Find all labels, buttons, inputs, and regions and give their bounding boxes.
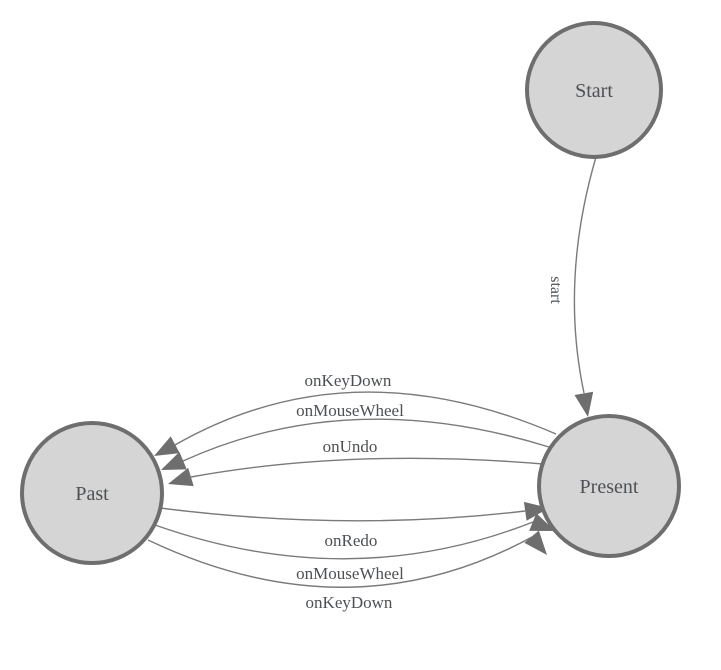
arrowhead-past-to-present-onmousewheel: [529, 513, 555, 531]
edge-label-onmousewheel-top: onMouseWheel: [296, 401, 404, 420]
node-past-circle: [20, 421, 164, 565]
node-present-label: Present: [580, 476, 639, 498]
node-past-label: Past: [75, 483, 109, 505]
arrowhead-present-to-past-onmousewheel: [161, 451, 187, 470]
edge-label-onundo: onUndo: [323, 437, 378, 456]
arrowhead-present-to-past-onkeydown: [154, 436, 180, 456]
edge-start-to-present: [573, 156, 597, 394]
edge-present-to-past-onundo: [190, 457, 544, 478]
edge-label-start: start: [547, 276, 564, 304]
arrowhead-present-to-past-onundo: [168, 467, 194, 487]
node-present-circle: [537, 414, 681, 558]
nodes: Start Present Past: [20, 21, 681, 565]
edge-label-onkeydown-top: onKeyDown: [305, 371, 392, 390]
edge-label-onmousewheel-bottom: onMouseWheel: [296, 564, 404, 583]
arrowhead-start-to-present: [574, 391, 594, 417]
node-start: Start: [525, 21, 663, 159]
edge-present-to-past-onmousewheel: [182, 418, 550, 462]
node-start-circle: [525, 21, 663, 159]
edge-present-to-past-onkeydown: [174, 391, 557, 446]
edge-past-to-present-onmousewheel: [154, 521, 534, 560]
edge-label-onkeydown-bottom: onKeyDown: [306, 593, 393, 612]
node-past: Past: [20, 421, 164, 565]
edge-label-onredo: onRedo: [325, 531, 378, 550]
edge-past-to-present-onkeydown: [147, 536, 533, 588]
edge-labels: start onKeyDown onMouseWheel onUndo onRe…: [296, 276, 564, 612]
node-present: Present: [537, 414, 681, 558]
node-start-label: Start: [575, 80, 613, 102]
edge-past-to-present-onredo: [159, 507, 526, 522]
arrowhead-past-to-present-onkeydown: [524, 530, 547, 555]
